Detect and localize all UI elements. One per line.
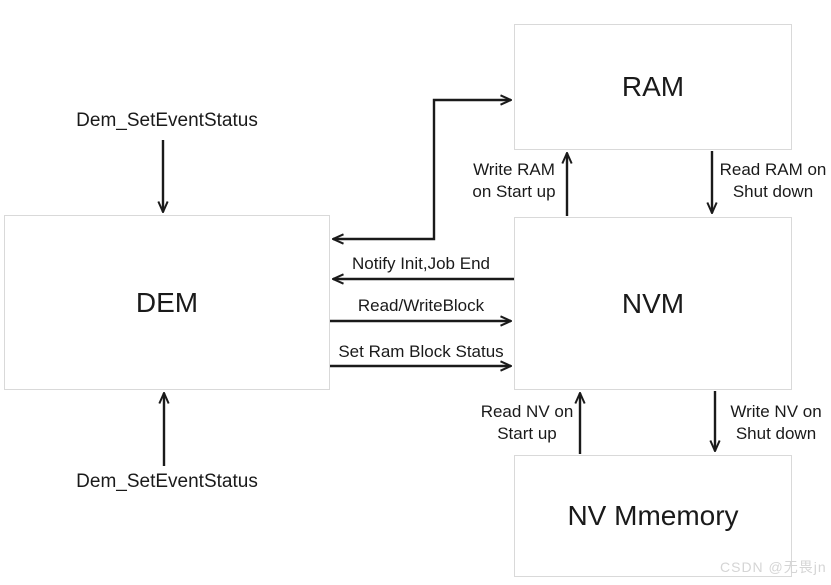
label-dem-set-event-status-top: Dem_SetEventStatus [76, 110, 258, 131]
watermark-text: CSDN @无畏jn [720, 559, 827, 575]
label-read-ram-on-shutdown: Read RAM on Shut down [720, 159, 827, 203]
label-read-nv-line2: Start up [497, 424, 557, 443]
box-nvm: NVM [514, 217, 792, 390]
label-write-ram-line1: Write RAM [473, 160, 555, 179]
label-notify-init-job-end: Notify Init,Job End [352, 254, 490, 273]
label-write-nv-line1: Write NV on [730, 402, 822, 421]
box-dem: DEM [4, 215, 330, 390]
box-ram: RAM [514, 24, 792, 150]
label-read-ram-line1: Read RAM on [719, 160, 827, 179]
box-nvm-label: NVM [621, 287, 685, 319]
label-set-ram-block-status: Set Ram Block Status [338, 342, 504, 361]
box-dem-label: DEM [135, 286, 199, 318]
label-write-nv-on-shutdown: Write NV on Shut down [730, 401, 821, 445]
label-write-ram-line2: on Start up [472, 182, 556, 201]
arrow-nvm-to-dem-and-ram-elbow [333, 100, 511, 239]
label-read-write-block: Read/WriteBlock [357, 296, 485, 315]
label-write-nv-line2: Shut down [735, 424, 817, 443]
label-dem-set-event-status-bottom: Dem_SetEventStatus [76, 471, 258, 492]
box-ram-label: RAM [621, 71, 685, 102]
box-nv-memory-label: NV Mmemory [567, 500, 739, 531]
label-read-ram-line2: Shut down [732, 182, 814, 201]
label-write-ram-on-startup: Write RAM on Start up [472, 159, 555, 203]
label-read-nv-on-startup: Read NV on Start up [481, 401, 574, 445]
box-nv-memory: NV Mmemory [514, 455, 792, 577]
label-read-nv-line1: Read NV on [480, 402, 574, 421]
